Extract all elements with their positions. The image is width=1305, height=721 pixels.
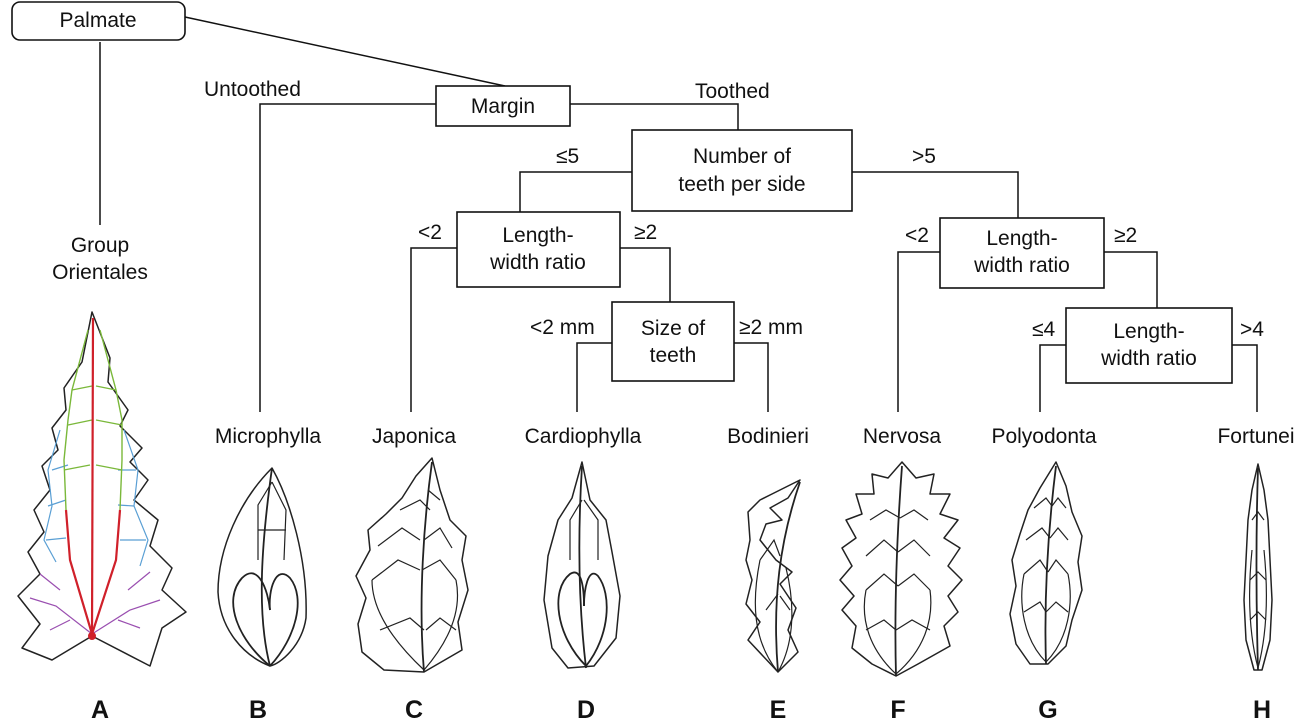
edge-ge2-left	[620, 247, 671, 302]
node-palmate: Palmate	[11, 1, 186, 41]
node-size-teeth-line2: teeth	[650, 344, 697, 367]
node-teeth-count-line2: teeth per side	[678, 173, 805, 196]
node-teeth-count-box	[631, 129, 853, 212]
node-lw-left-line2: width ratio	[489, 251, 586, 274]
group-label-line1: Group	[71, 234, 129, 257]
node-teeth-count: Number of teeth per side	[631, 129, 853, 212]
edge-label-le5: ≤5	[556, 145, 579, 168]
node-lw-right-box	[939, 217, 1105, 289]
edge-gt4	[1232, 344, 1258, 412]
panel-letter-e: E	[770, 696, 787, 721]
edge-label-ge2-right: ≥2	[1114, 224, 1137, 247]
edge-le4	[1039, 344, 1066, 412]
edge-label-le4: ≤4	[1032, 318, 1056, 341]
edge-label-ge2-left: ≥2	[634, 221, 657, 244]
edge-labels: Untoothed Toothed ≤5 >5 <2 ≥2 <2 mm ≥2 m…	[204, 78, 1264, 341]
node-lw-lower-line2: width ratio	[1100, 347, 1197, 370]
edge-label-toothed: Toothed	[695, 80, 770, 103]
panel-letter-a: A	[91, 696, 109, 721]
panel-letters: A B C D E F G H	[91, 696, 1271, 721]
leaf-illustration-f	[839, 461, 963, 677]
node-margin: Margin	[435, 85, 571, 127]
panel-letter-g: G	[1038, 696, 1057, 721]
panel-letter-b: B	[249, 696, 267, 721]
edge-ge2mm	[734, 342, 769, 412]
node-lw-left: Length- width ratio	[456, 211, 621, 288]
species-name-e: Bodinieri	[727, 425, 809, 448]
edge-gt5	[852, 171, 1019, 218]
edge-ge2-right	[1104, 251, 1158, 308]
panel-letter-h: H	[1253, 696, 1271, 721]
species-name-b: Microphylla	[215, 425, 322, 448]
edge-le5	[519, 171, 632, 212]
panel-letter-c: C	[405, 696, 423, 721]
species-name-g: Polyodonta	[991, 425, 1096, 448]
node-lw-right-line2: width ratio	[973, 254, 1070, 277]
edge-label-gt5: >5	[912, 145, 936, 168]
leaf-illustration-e	[745, 479, 801, 673]
node-margin-label: Margin	[471, 95, 535, 118]
node-size-teeth-box	[611, 301, 735, 382]
panel-letter-d: D	[577, 696, 595, 721]
edge-lt2-left	[410, 247, 457, 412]
node-lw-lower-box	[1065, 307, 1233, 384]
leaf-illustration-a	[17, 311, 187, 667]
connectors	[99, 16, 1258, 412]
leaf-illustration-c	[355, 457, 469, 673]
panel-letter-f: F	[890, 696, 905, 721]
leaf-illustration-b	[217, 467, 307, 667]
species-name-c: Japonica	[372, 425, 456, 448]
edge-label-lt2-left: <2	[418, 221, 442, 244]
edge-label-untoothed: Untoothed	[204, 78, 301, 101]
species-name-f: Nervosa	[863, 425, 942, 448]
node-lw-lower-line1: Length-	[1113, 320, 1184, 343]
node-palmate-box	[11, 1, 186, 41]
leaf-illustration-h	[1243, 463, 1273, 671]
edge-label-gt4: >4	[1240, 318, 1264, 341]
node-palmate-label: Palmate	[59, 9, 136, 32]
edge-lt2-right	[897, 251, 940, 412]
node-size-teeth-line1: Size of	[641, 317, 705, 340]
group-label-line2: Orientales	[52, 261, 148, 284]
edge-label-lt2mm: <2 mm	[530, 316, 595, 339]
node-size-teeth: Size of teeth	[611, 301, 735, 382]
node-lw-lower: Length- width ratio	[1065, 307, 1233, 384]
edge-untoothed	[259, 103, 436, 412]
species-name-d: Cardiophylla	[525, 425, 642, 448]
edge-lt2mm	[576, 342, 612, 412]
leaf-illustration-d	[543, 461, 621, 669]
edge-label-ge2mm: ≥2 mm	[739, 316, 803, 339]
edge-label-lt2-right: <2	[905, 224, 929, 247]
node-margin-box	[435, 85, 571, 127]
leaf-illustration-g	[1009, 461, 1083, 665]
node-lw-right-line1: Length-	[986, 227, 1057, 250]
species-names: Microphylla Japonica Cardiophylla Bodini…	[215, 425, 1295, 448]
node-lw-left-line1: Length-	[502, 224, 573, 247]
edge-toothed	[570, 103, 739, 130]
node-lw-right: Length- width ratio	[939, 217, 1105, 289]
species-name-h: Fortunei	[1217, 425, 1294, 448]
edge-palmate-margin	[184, 16, 506, 87]
node-lw-left-box	[456, 211, 621, 288]
node-teeth-count-line1: Number of	[693, 145, 791, 168]
